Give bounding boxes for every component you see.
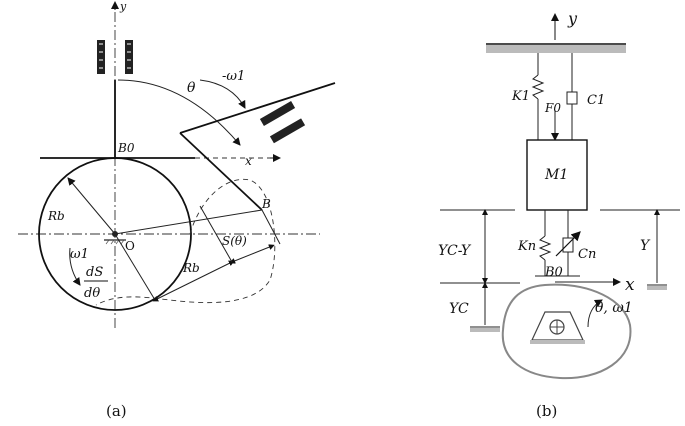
follower-guide-rotated <box>259 101 306 144</box>
cn-label: Cn <box>578 247 596 262</box>
caption-a: (a) <box>106 402 127 420</box>
follower-guide-upper <box>97 40 133 74</box>
m1-label: M1 <box>544 167 568 183</box>
rb-right-label: Rb <box>182 261 200 275</box>
neg-omega-label: -ω1 <box>222 69 245 84</box>
yc-ground-hatch <box>470 328 500 332</box>
theta-omega-label: θ, ω1 <box>595 300 633 316</box>
omega1-arc <box>69 247 81 286</box>
dtheta-label: dθ <box>84 286 100 301</box>
k1-label: K1 <box>511 89 530 104</box>
damper-cn <box>555 210 581 276</box>
c1-label: C1 <box>587 93 605 108</box>
b0-label-b: B0 <box>544 265 563 280</box>
f0-label: F0 <box>544 101 561 115</box>
b-label: B <box>261 197 271 211</box>
x-axis-label-b: x <box>625 275 635 295</box>
cam-rotation-arc <box>587 299 603 328</box>
s-theta-label: S(θ) <box>222 234 247 248</box>
kn-label: Kn <box>517 239 536 254</box>
yc-label: YC <box>449 301 469 317</box>
damper-c1 <box>566 53 578 140</box>
origin-label: O <box>125 239 135 253</box>
perp-line-1 <box>199 205 233 263</box>
cam-pivot-symbol <box>530 311 585 344</box>
rb-dimension-bottom <box>152 260 235 302</box>
yc-minus-y-label: YC-Y <box>438 243 472 259</box>
y-cap-label: Y <box>640 238 651 254</box>
cam-profile <box>95 178 276 306</box>
y-axis-label-b: y <box>567 9 578 28</box>
b0-label-a: B0 <box>117 141 135 155</box>
radius-to-b <box>114 209 263 235</box>
y-axis-label-a: y <box>119 0 127 13</box>
neg-omega-arc <box>199 79 246 109</box>
omega1-label-a: ω1 <box>70 247 89 262</box>
rb-radius-left <box>67 177 116 235</box>
follower-stem-rotated <box>179 132 263 211</box>
offset-line <box>114 233 156 301</box>
theta-label-a: θ <box>187 80 196 96</box>
spring-kn <box>538 210 552 276</box>
perp-line-2 <box>261 209 281 245</box>
top-ground-hatch <box>486 45 626 53</box>
caption-b: (b) <box>536 402 557 420</box>
x-axis-label-a: x <box>245 154 252 168</box>
panel-b: y K1 F0 C1 M1 <box>438 9 680 420</box>
rb-left-label: Rb <box>47 209 65 223</box>
panel-a: y x B0 <box>18 0 336 420</box>
theta-arc <box>117 79 241 146</box>
rotated-tangent <box>179 82 336 134</box>
mass-m1 <box>526 139 588 211</box>
y-ground-hatch <box>647 286 667 290</box>
spring-k1 <box>531 53 545 140</box>
ds-label: dS <box>86 265 103 280</box>
s-theta-dimension <box>229 244 275 264</box>
